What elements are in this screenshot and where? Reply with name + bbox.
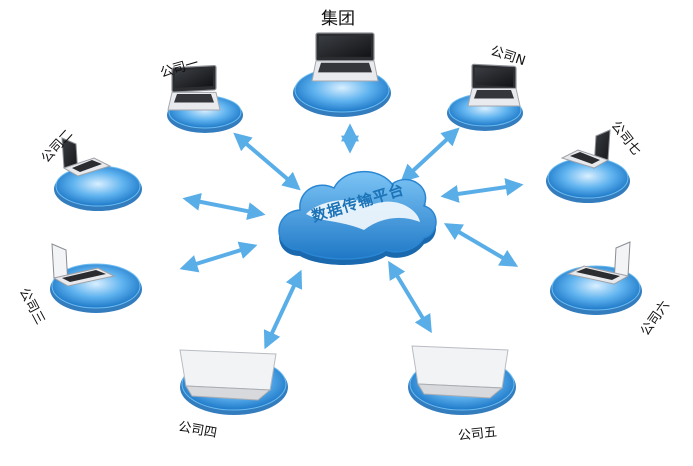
laptop-icon bbox=[411, 345, 509, 399]
link-arrow-2 bbox=[233, 132, 301, 191]
link-arrow-5 bbox=[440, 178, 524, 203]
laptop-icon bbox=[179, 349, 277, 401]
node-c2 bbox=[54, 137, 142, 211]
link-arrow-6 bbox=[179, 241, 258, 273]
laptop-keyboard bbox=[174, 94, 214, 103]
laptop-icon bbox=[61, 137, 112, 177]
laptop-icon bbox=[467, 63, 521, 107]
label-company-5: 公司五 bbox=[457, 425, 498, 444]
arrows-layer bbox=[179, 123, 524, 350]
laptop-icon bbox=[566, 241, 631, 285]
laptop-icon bbox=[167, 64, 221, 111]
laptop-display bbox=[319, 36, 371, 57]
link-arrow-3 bbox=[400, 127, 460, 183]
cloud-platform bbox=[278, 170, 437, 265]
cloud-highlight bbox=[306, 199, 420, 230]
link-arrow-9 bbox=[388, 260, 432, 334]
laptop-display bbox=[475, 67, 513, 87]
node-c6 bbox=[550, 241, 642, 315]
node-c1 bbox=[167, 64, 243, 133]
laptop-icon bbox=[560, 129, 611, 169]
laptop-icon bbox=[311, 32, 379, 82]
laptop-base bbox=[185, 385, 272, 401]
laptop-lid bbox=[411, 345, 509, 389]
laptop-lid bbox=[179, 349, 277, 391]
laptop-keyboard bbox=[474, 90, 514, 99]
laptop-keyboard bbox=[318, 62, 372, 73]
laptop-icon bbox=[51, 243, 116, 287]
node-c3 bbox=[50, 243, 142, 313]
laptop-keyboard bbox=[62, 270, 106, 282]
link-arrow-4 bbox=[182, 192, 266, 221]
link-arrow-7 bbox=[443, 223, 519, 267]
node-group bbox=[293, 32, 391, 117]
nodes-layer bbox=[50, 32, 642, 415]
laptop-display bbox=[175, 68, 213, 88]
node-c4 bbox=[179, 349, 288, 415]
node-c5 bbox=[408, 345, 516, 415]
laptop-base bbox=[417, 383, 504, 399]
laptop-keyboard bbox=[576, 268, 620, 280]
node-disc bbox=[55, 165, 141, 207]
link-arrow-8 bbox=[263, 269, 303, 350]
label-group: 集团 bbox=[321, 9, 355, 29]
laptop-keyboard bbox=[72, 160, 102, 172]
laptop-keyboard bbox=[570, 152, 600, 164]
node-cN bbox=[447, 63, 523, 131]
node-c7 bbox=[546, 129, 630, 203]
